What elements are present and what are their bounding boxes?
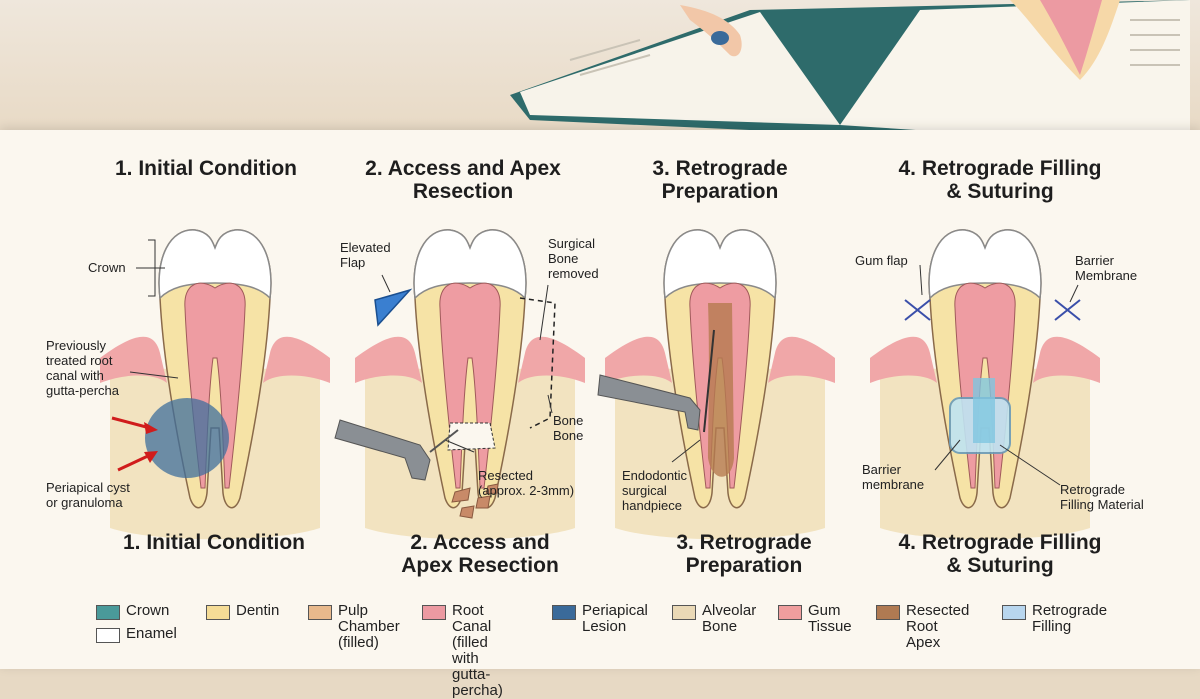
legend-swatch: [672, 605, 696, 620]
label-lesion: Periapical cyst or granuloma: [46, 480, 130, 510]
panel-4-tooth: [869, 229, 1101, 540]
label-bone-removed: Surgical Bone removed: [548, 236, 599, 281]
legend-label: Enamel: [126, 625, 177, 642]
legend-label: Gum Tissue: [808, 602, 852, 635]
panel-4-title: 4. Retrograde Filling & Suturing: [898, 157, 1102, 203]
label-gum-flap: Gum flap: [855, 253, 908, 268]
label-barrier-membrane-top: Barrier Membrane: [1075, 253, 1138, 283]
label-bone: Bone Bone: [553, 413, 584, 443]
label-resected: Resected (approx. 2-3mm): [478, 468, 575, 498]
legend-swatch: [1002, 605, 1026, 620]
legend-swatch: [206, 605, 230, 620]
panel-3-subtitle: 3. Retrograde Preparation: [676, 531, 812, 577]
label-crown: Crown: [88, 260, 126, 275]
panel-3-title: 3. Retrograde Preparation: [652, 157, 788, 203]
panel-4-subtitle: 4. Retrograde Filling & Suturing: [898, 531, 1102, 577]
legend-swatch: [876, 605, 900, 620]
label-retrograde-filling: Retrograde Filling Material: [1060, 482, 1144, 512]
bone-fragments: [451, 483, 499, 519]
panel-1-subtitle: 1. Initial Condition: [123, 531, 305, 554]
legend-label: Resected Root Apex: [906, 602, 970, 651]
legend-label: Pulp Chamber (filled): [338, 602, 400, 651]
label-handpiece: Endodontic surgical handpiece: [622, 468, 688, 513]
legend-swatch: [422, 605, 446, 620]
panel-2-subtitle: 2. Access and Apex Resection: [401, 531, 559, 577]
panel-2-title: 2. Access and Apex Resection: [365, 157, 561, 203]
legend-swatch: [778, 605, 802, 620]
label-root-canal: Previously treated root canal with gutta…: [46, 338, 119, 398]
panel-3-tooth: [604, 229, 836, 540]
legend-swatch: [308, 605, 332, 620]
legend-label: Root Canal (filled with gutta-percha): [452, 602, 503, 699]
legend-swatch: [96, 605, 120, 620]
legend-label: Retrograde Filling: [1032, 602, 1108, 635]
legend-label: Alveolar Bone: [702, 602, 757, 635]
panel-1-title: 1. Initial Condition: [115, 157, 297, 180]
legend-label: Dentin: [236, 602, 280, 619]
label-elevated-flap: Elevated Flap: [340, 240, 391, 270]
legend-swatch: [552, 605, 576, 620]
legend-swatch: [96, 628, 120, 643]
label-barrier-membrane-bottom: Barrier membrane: [862, 462, 925, 492]
textbook-illustration: [510, 0, 1190, 150]
legend-label: Periapical Lesion: [582, 602, 648, 635]
panel-1-tooth: [99, 229, 331, 540]
legend-label: Crown: [126, 602, 170, 619]
procedure-illustrations: [99, 229, 1101, 540]
suture-marks: [904, 299, 1081, 321]
